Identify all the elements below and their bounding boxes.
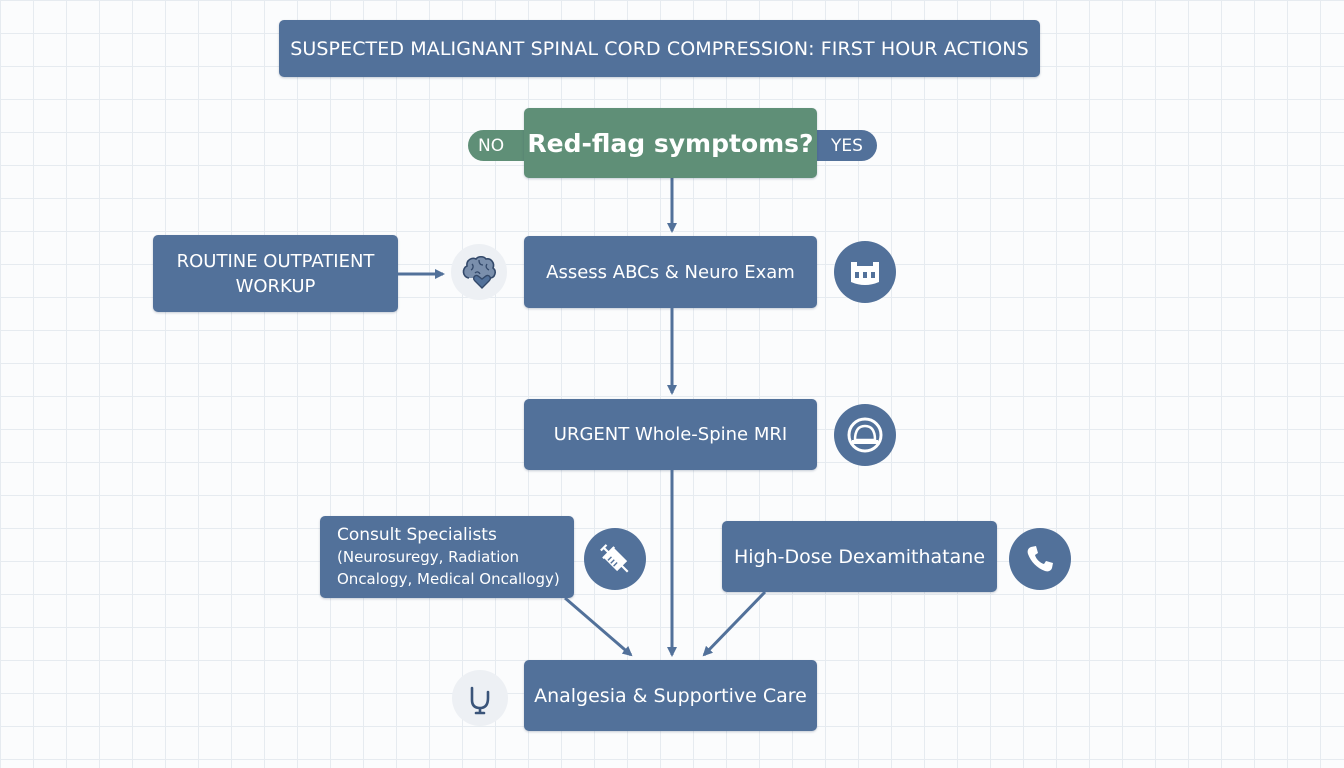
- consult-title: Consult Specialists: [337, 525, 497, 545]
- urgent-mri-step: URGENT Whole-Spine MRI: [524, 399, 817, 470]
- analgesia-care-step: Analgesia & Supportive Care: [524, 660, 817, 731]
- routine-workup-box: ROUTINE OUTPATIENT WORKUP: [153, 235, 398, 312]
- urinal-icon: [452, 670, 508, 726]
- assess-abcs-step: Assess ABCs & Neuro Exam: [524, 236, 817, 308]
- routine-line-2: WORKUP: [235, 275, 316, 297]
- syringe-icon: [584, 528, 646, 590]
- consult-specialists-box: Consult Specialists (Neurosuregy, Radiat…: [320, 516, 574, 598]
- yes-branch-label: YES: [805, 130, 877, 161]
- arrow-dexa-to-care: [702, 590, 767, 657]
- red-flag-decision: Red-flag symptoms?: [524, 108, 817, 178]
- diagram-title: SUSPECTED MALIGNANT SPINAL CORD COMPRESS…: [279, 20, 1040, 77]
- mri-scanner-icon: [834, 404, 896, 466]
- arrow-consult-to-care: [564, 596, 633, 657]
- dexamethasone-box: High-Dose Dexamithatane: [722, 521, 997, 592]
- phone-icon: [1009, 528, 1071, 590]
- routine-line-1: ROUTINE OUTPATIENT: [176, 250, 375, 272]
- brain-heart-icon: [451, 244, 507, 300]
- consult-detail: (Neurosuregy, Radiation Oncalogy, Medica…: [337, 548, 560, 588]
- neck-collar-icon: [834, 241, 896, 303]
